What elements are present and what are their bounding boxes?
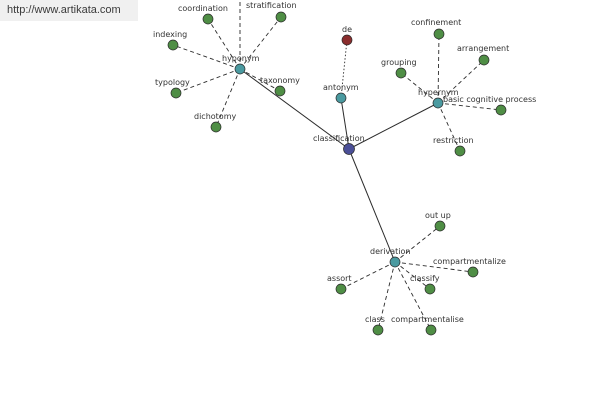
node-hypernym[interactable]: [432, 97, 444, 109]
edge-derivation-to-out_up: [394, 225, 441, 263]
edge-hypernym-to-arrangement: [437, 59, 485, 104]
node-label-de[interactable]: de: [342, 25, 352, 34]
node-classify[interactable]: [424, 283, 436, 295]
edge-derivation-to-assort: [340, 261, 396, 290]
node-label-coordination[interactable]: coordination: [178, 4, 228, 13]
node-label-classification[interactable]: classification: [313, 134, 365, 143]
edge-hypernym-to-grouping: [400, 72, 439, 104]
url-banner[interactable]: http://www.artikata.com: [0, 0, 138, 21]
node-label-taxonomy[interactable]: taxonomy: [260, 76, 300, 85]
node-stratification[interactable]: [275, 11, 287, 23]
node-arrangement[interactable]: [478, 54, 490, 66]
node-label-dichotomy[interactable]: dichotomy: [194, 112, 236, 121]
node-taxonomy[interactable]: [274, 85, 286, 97]
node-label-grouping[interactable]: grouping: [381, 58, 417, 67]
edge-derivation-to-compartmentalize: [394, 261, 474, 273]
labels-layer: classification hyponym antonym hypernym deri…: [153, 1, 536, 324]
node-classification[interactable]: [343, 143, 355, 155]
edge-classification-to-derivation: [348, 148, 396, 263]
node-out_up[interactable]: [434, 220, 446, 232]
node-restriction[interactable]: [454, 145, 466, 157]
node-derivation[interactable]: [389, 256, 401, 268]
edge-derivation-to-compartmentalise: [394, 261, 432, 331]
node-coordination[interactable]: [202, 13, 214, 25]
node-label-classify[interactable]: classify: [410, 274, 440, 283]
node-label-assort[interactable]: assort: [327, 274, 352, 283]
node-label-indexing[interactable]: indexing: [153, 30, 187, 39]
edge-hypernym-to-restriction: [437, 102, 461, 152]
edge-classification-to-hyponym: [239, 68, 350, 150]
node-grouping[interactable]: [395, 67, 407, 79]
node-label-confinement[interactable]: confinement: [411, 18, 461, 27]
edge-derivation-to-class: [377, 261, 396, 331]
edge-classification-to-hypernym: [348, 102, 439, 150]
node-basic_cognitive_process[interactable]: [495, 104, 507, 116]
edge-hyponym-to-typology: [175, 68, 241, 94]
node-label-typology[interactable]: typology: [155, 78, 190, 87]
edges-layer: [172, 0, 502, 331]
node-label-hypernym[interactable]: hypernym: [418, 88, 459, 97]
node-confinement[interactable]: [433, 28, 445, 40]
node-class[interactable]: [372, 324, 384, 336]
node-label-compartmentalize[interactable]: compartmentalize: [433, 257, 506, 266]
node-label-restriction[interactable]: restriction: [433, 136, 474, 145]
node-label-antonym[interactable]: antonym: [323, 83, 359, 92]
node-hyponym[interactable]: [234, 63, 246, 75]
node-dichotomy[interactable]: [210, 121, 222, 133]
edge-hyponym-to-taxonomy: [239, 68, 281, 92]
nodes-layer: [167, 11, 507, 336]
edge-derivation-to-classify: [394, 261, 431, 290]
edge-classification-to-antonym: [340, 97, 350, 150]
node-label-hyponym[interactable]: hyponym: [222, 54, 260, 63]
edge-hyponym-to-indexing: [172, 44, 241, 70]
node-assort[interactable]: [335, 283, 347, 295]
node-compartmentalise[interactable]: [425, 324, 437, 336]
edge-hypernym-to-confinement: [437, 33, 440, 104]
node-label-basic_cognitive_process[interactable]: basic cognitive process: [443, 95, 536, 104]
node-de[interactable]: [341, 34, 353, 46]
node-label-arrangement[interactable]: arrangement: [457, 44, 509, 53]
node-indexing[interactable]: [167, 39, 179, 51]
edge-hypernym-to-basic_cognitive_process: [437, 102, 502, 111]
node-label-class[interactable]: class: [365, 315, 385, 324]
node-typology[interactable]: [170, 87, 182, 99]
edge-hyponym-to-coordination: [207, 18, 241, 70]
node-label-compartmentalise[interactable]: compartmentalise: [391, 315, 464, 324]
node-label-derivation[interactable]: derivation: [370, 247, 410, 256]
edge-hyponym-to-dichotomy: [215, 68, 241, 128]
node-compartmentalize[interactable]: [467, 266, 479, 278]
edge-antonym-to-de: [340, 39, 348, 99]
node-label-stratification[interactable]: stratification: [246, 1, 297, 10]
node-label-out_up[interactable]: out up: [425, 211, 451, 220]
node-antonym[interactable]: [335, 92, 347, 104]
